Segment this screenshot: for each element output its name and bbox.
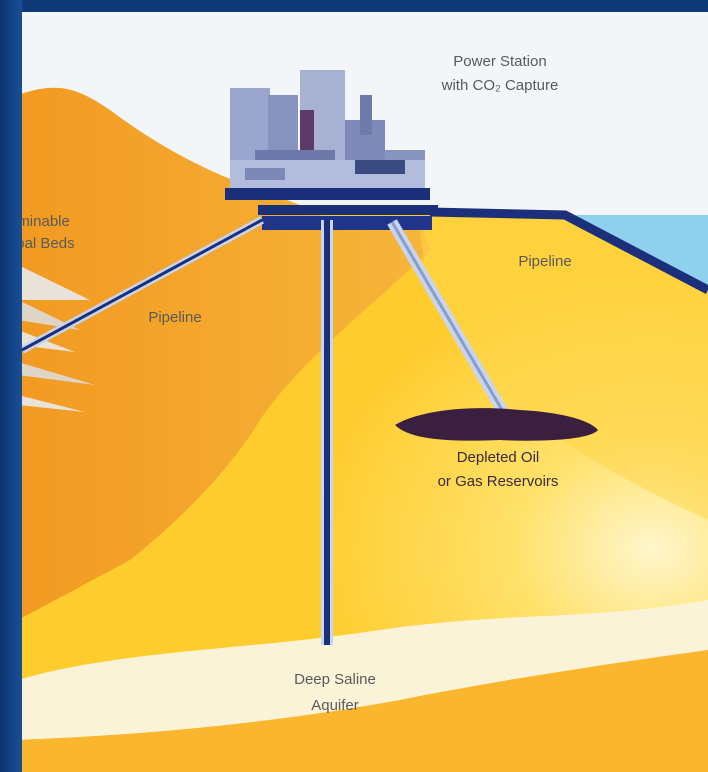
- power-station: [225, 70, 430, 200]
- ground-band: [330, 215, 708, 520]
- platform: [258, 205, 438, 215]
- frame-top-border: [0, 0, 708, 12]
- label-depleted-1: Depleted Oil: [457, 449, 540, 466]
- label-coal-beds-2: Coal Beds: [5, 235, 74, 252]
- deep-saline-aquifer: [18, 600, 708, 740]
- label-aquifer-1: Deep Saline: [294, 671, 376, 688]
- label-depleted-2: or Gas Reservoirs: [438, 473, 559, 490]
- frame-left-border: [0, 0, 22, 772]
- label-aquifer-2: Aquifer: [311, 697, 359, 714]
- label-power-station-2: with CO₂ Capture: [441, 77, 559, 94]
- ground-below-aquifer: [18, 650, 708, 772]
- label-power-station-1: Power Station: [453, 53, 546, 70]
- label-pipeline-left: Pipeline: [148, 309, 201, 326]
- pipelines: [20, 207, 708, 645]
- depleted-reservoir: [395, 408, 598, 441]
- platform-base: [262, 216, 432, 230]
- label-pipeline-right: Pipeline: [518, 253, 571, 270]
